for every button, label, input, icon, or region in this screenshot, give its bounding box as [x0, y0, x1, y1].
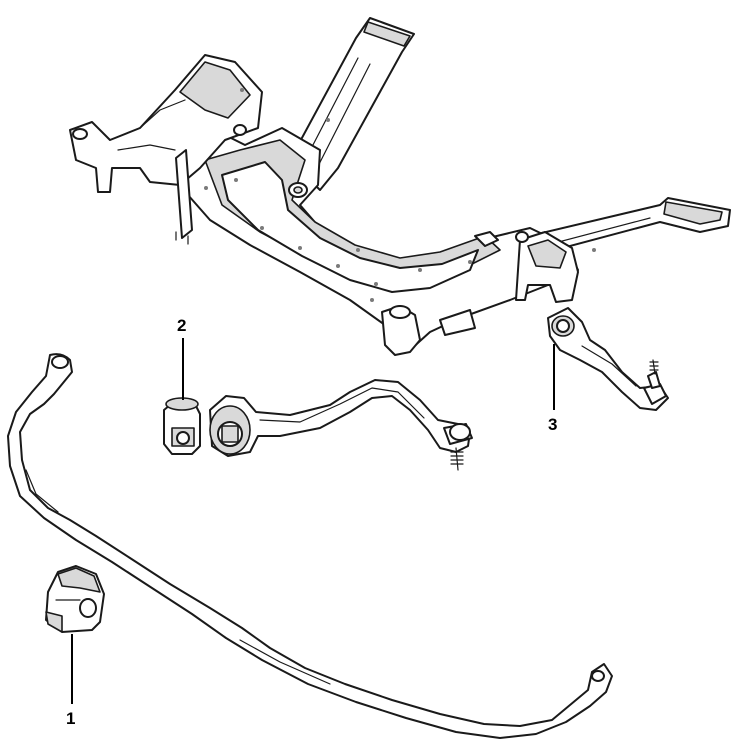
callout-3: 3 — [548, 344, 557, 434]
control-arm-bushing-icon — [163, 397, 201, 455]
callout-1: 1 — [66, 634, 75, 728]
callout-label-1: 1 — [66, 709, 75, 728]
callout-label-2: 2 — [177, 316, 186, 335]
stabilizer-bar-icon — [7, 353, 613, 739]
stabilizer-bushing-icon — [45, 565, 105, 633]
tension-strut-icon — [547, 307, 669, 411]
front-axle-carrier-icon — [69, 17, 731, 356]
callout-2: 2 — [177, 316, 186, 400]
wishbone-icon — [209, 379, 473, 471]
callout-label-3: 3 — [548, 415, 557, 434]
